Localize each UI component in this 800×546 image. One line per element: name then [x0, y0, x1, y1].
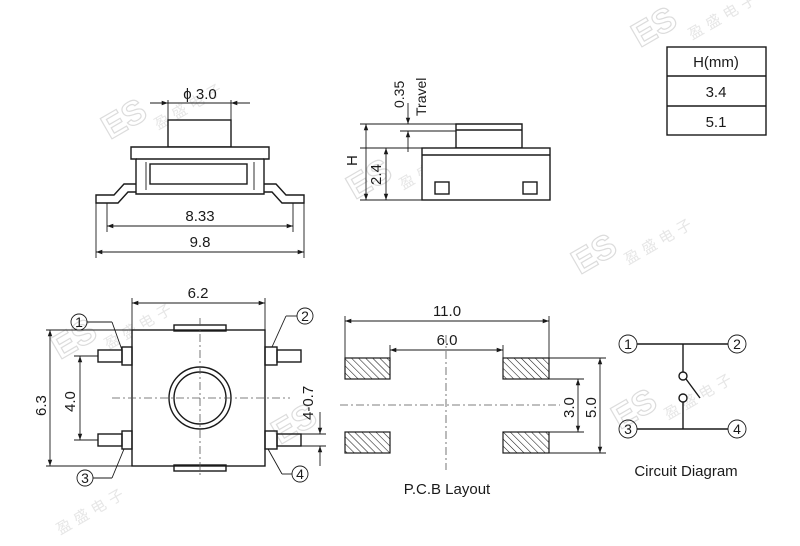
svg-text:子: 子: [737, 0, 759, 13]
base-height-label: 2.4: [368, 164, 385, 185]
pcb-pad: [344, 357, 391, 380]
side-profile-view: 0.35 Travel H 2.4: [344, 78, 551, 201]
pin-marker-2: 2: [271, 307, 314, 348]
pcb-pad: [502, 357, 550, 380]
body-window: [149, 163, 248, 185]
profile-leg-left: [434, 181, 450, 195]
svg-text:3: 3: [624, 421, 632, 437]
switch-body: [130, 146, 270, 195]
svg-text:1: 1: [624, 336, 632, 352]
pad-span-label: 5.0: [583, 397, 600, 418]
circuit-pin-4: 4: [727, 419, 747, 439]
svg-text:3: 3: [81, 470, 89, 486]
svg-text:子: 子: [713, 370, 735, 393]
dia-label: ϕ 3.0: [183, 86, 216, 103]
watermark-logo: ES: [565, 226, 623, 282]
svg-text:4: 4: [296, 466, 304, 482]
pcb-caption: P.C.B Layout: [404, 481, 491, 498]
front-width-label: 6.2: [188, 285, 209, 302]
switch-contact: [678, 393, 688, 403]
switch-blade: [685, 378, 701, 399]
svg-text:电: 电: [696, 380, 718, 403]
pcb-outer-label: 11.0: [433, 303, 461, 320]
profile-body: [421, 147, 551, 201]
svg-text:盈: 盈: [685, 20, 707, 43]
svg-text:4: 4: [733, 421, 741, 437]
height-table: H(mm) 3.4 5.1: [666, 46, 767, 136]
outer-width-label: 9.8: [190, 234, 211, 251]
svg-text:电: 电: [720, 0, 742, 23]
pcb-pad: [502, 431, 550, 454]
svg-text:电: 电: [656, 225, 678, 248]
table-header: H(mm): [693, 54, 739, 71]
pin-marker-4: 4: [267, 448, 309, 483]
svg-text:盈: 盈: [53, 515, 75, 538]
pin-pitch-label: 4.0: [62, 391, 79, 412]
circuit-pin-1: 1: [618, 334, 638, 354]
watermark-text: 盈 盛 电 子: [621, 215, 695, 268]
watermark-logo: ES: [95, 91, 153, 147]
svg-text:盈: 盈: [661, 400, 683, 423]
inner-width-label: 8.33: [185, 208, 214, 225]
profile-plunger: [455, 123, 523, 149]
table-cell: 5.1: [706, 114, 727, 131]
travel-label: Travel: [413, 78, 429, 116]
front-view: 6.2 6.3 4.0 4-0.7 1 2 3: [33, 285, 326, 487]
travel-value: 0.35: [391, 81, 407, 108]
pin-width-label: 4-0.7: [300, 386, 317, 420]
svg-text:子: 子: [153, 300, 175, 323]
circuit-caption: Circuit Diagram: [634, 463, 737, 480]
svg-text:盈: 盈: [621, 245, 643, 268]
circuit-pin-2: 2: [727, 334, 747, 354]
pin-marker-1: 1: [70, 313, 123, 351]
h-label: H: [344, 155, 361, 166]
switch-contact: [678, 371, 688, 381]
circuit-pin-3: 3: [618, 419, 638, 439]
svg-text:2: 2: [733, 336, 741, 352]
svg-text:盛: 盛: [702, 10, 724, 33]
elevation-view: ϕ 3.0 8.33 9.8: [95, 86, 305, 258]
plunger: [167, 119, 232, 148]
svg-text:1: 1: [75, 314, 83, 330]
pin-left-bottom: [97, 433, 123, 447]
pin-marker-3: 3: [76, 448, 125, 487]
svg-text:盛: 盛: [70, 505, 92, 528]
profile-leg-right: [522, 181, 538, 195]
watermark-text: 盈 盛 电 子: [661, 370, 735, 423]
svg-text:子: 子: [105, 485, 127, 508]
table-cell: 3.4: [706, 84, 727, 101]
watermark-text: 盈 盛 电 子: [685, 0, 759, 43]
svg-text:子: 子: [673, 215, 695, 238]
terminal-right: [264, 183, 305, 204]
svg-text:2: 2: [301, 308, 309, 324]
terminal-left: [95, 183, 136, 204]
pin-right-top: [276, 349, 302, 363]
svg-text:电: 电: [88, 495, 110, 518]
watermark-text: 盈 盛 电 子: [53, 485, 127, 538]
svg-text:盛: 盛: [638, 235, 660, 258]
pad-gap-label: 3.0: [561, 397, 578, 418]
pcb-layout: 11.0 6.0 3.0 5.0 P.C.B Layout: [340, 303, 606, 498]
pcb-pad: [344, 431, 391, 454]
circuit-diagram: 1 2 3 4 Circuit Diagram: [618, 334, 747, 480]
front-total-label: 6.3: [33, 395, 50, 416]
pcb-inner-label: 6.0: [437, 332, 458, 349]
svg-text:盈: 盈: [396, 170, 418, 193]
